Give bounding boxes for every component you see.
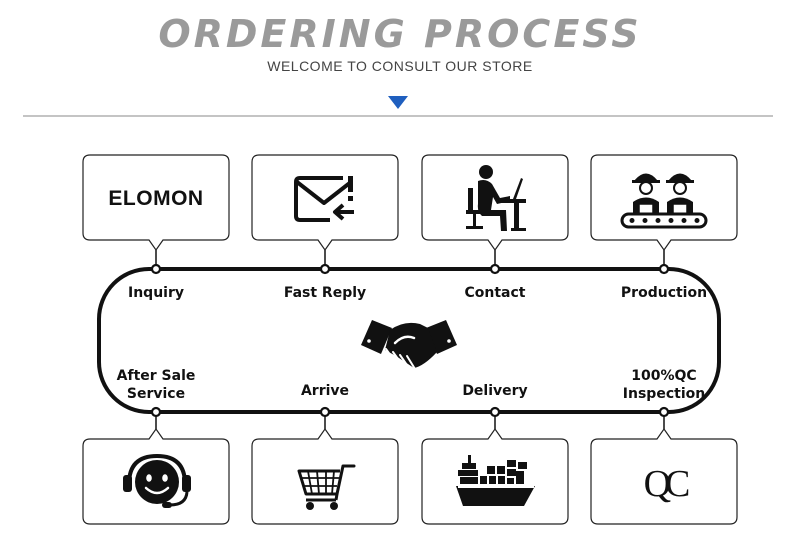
mail-reply-icon <box>294 176 354 222</box>
node-dot <box>489 406 501 418</box>
node-dot <box>319 406 331 418</box>
step-label-fast-reply: Fast Reply <box>284 285 366 301</box>
step-label-delivery: Delivery <box>462 383 527 399</box>
qc-icon: QC <box>644 463 689 505</box>
node-dot <box>489 263 501 275</box>
node-dot <box>658 263 670 275</box>
node-dot <box>150 263 162 275</box>
headset-support-icon <box>123 453 191 508</box>
factory-workers-icon <box>620 173 708 229</box>
node-dot <box>150 406 162 418</box>
process-loop <box>97 267 721 414</box>
person-at-desk-icon <box>466 165 526 231</box>
step-box-qc <box>590 427 738 525</box>
handshake-icon <box>361 320 457 370</box>
page-subtitle: WELCOME TO CONSULT OUR STORE <box>267 58 533 74</box>
step-label-production: Production <box>621 285 707 301</box>
step-box-inquiry <box>82 154 230 252</box>
connector-lines <box>155 250 665 429</box>
elomon-logo: ELOMON <box>108 187 203 210</box>
cargo-ship-icon <box>456 455 535 506</box>
step-box-arrive <box>251 427 399 525</box>
step-box-contact <box>421 154 569 252</box>
step-label-arrive: Arrive <box>301 383 349 399</box>
step-label-contact: Contact <box>465 285 526 301</box>
node-dot <box>319 263 331 275</box>
shopping-cart-icon <box>297 464 356 510</box>
step-label-inquiry: Inquiry <box>128 285 184 301</box>
step-box-production <box>590 154 738 252</box>
down-triangle-icon <box>388 96 408 109</box>
node-dot <box>658 406 670 418</box>
page-title: ORDERING PROCESS <box>158 12 642 56</box>
